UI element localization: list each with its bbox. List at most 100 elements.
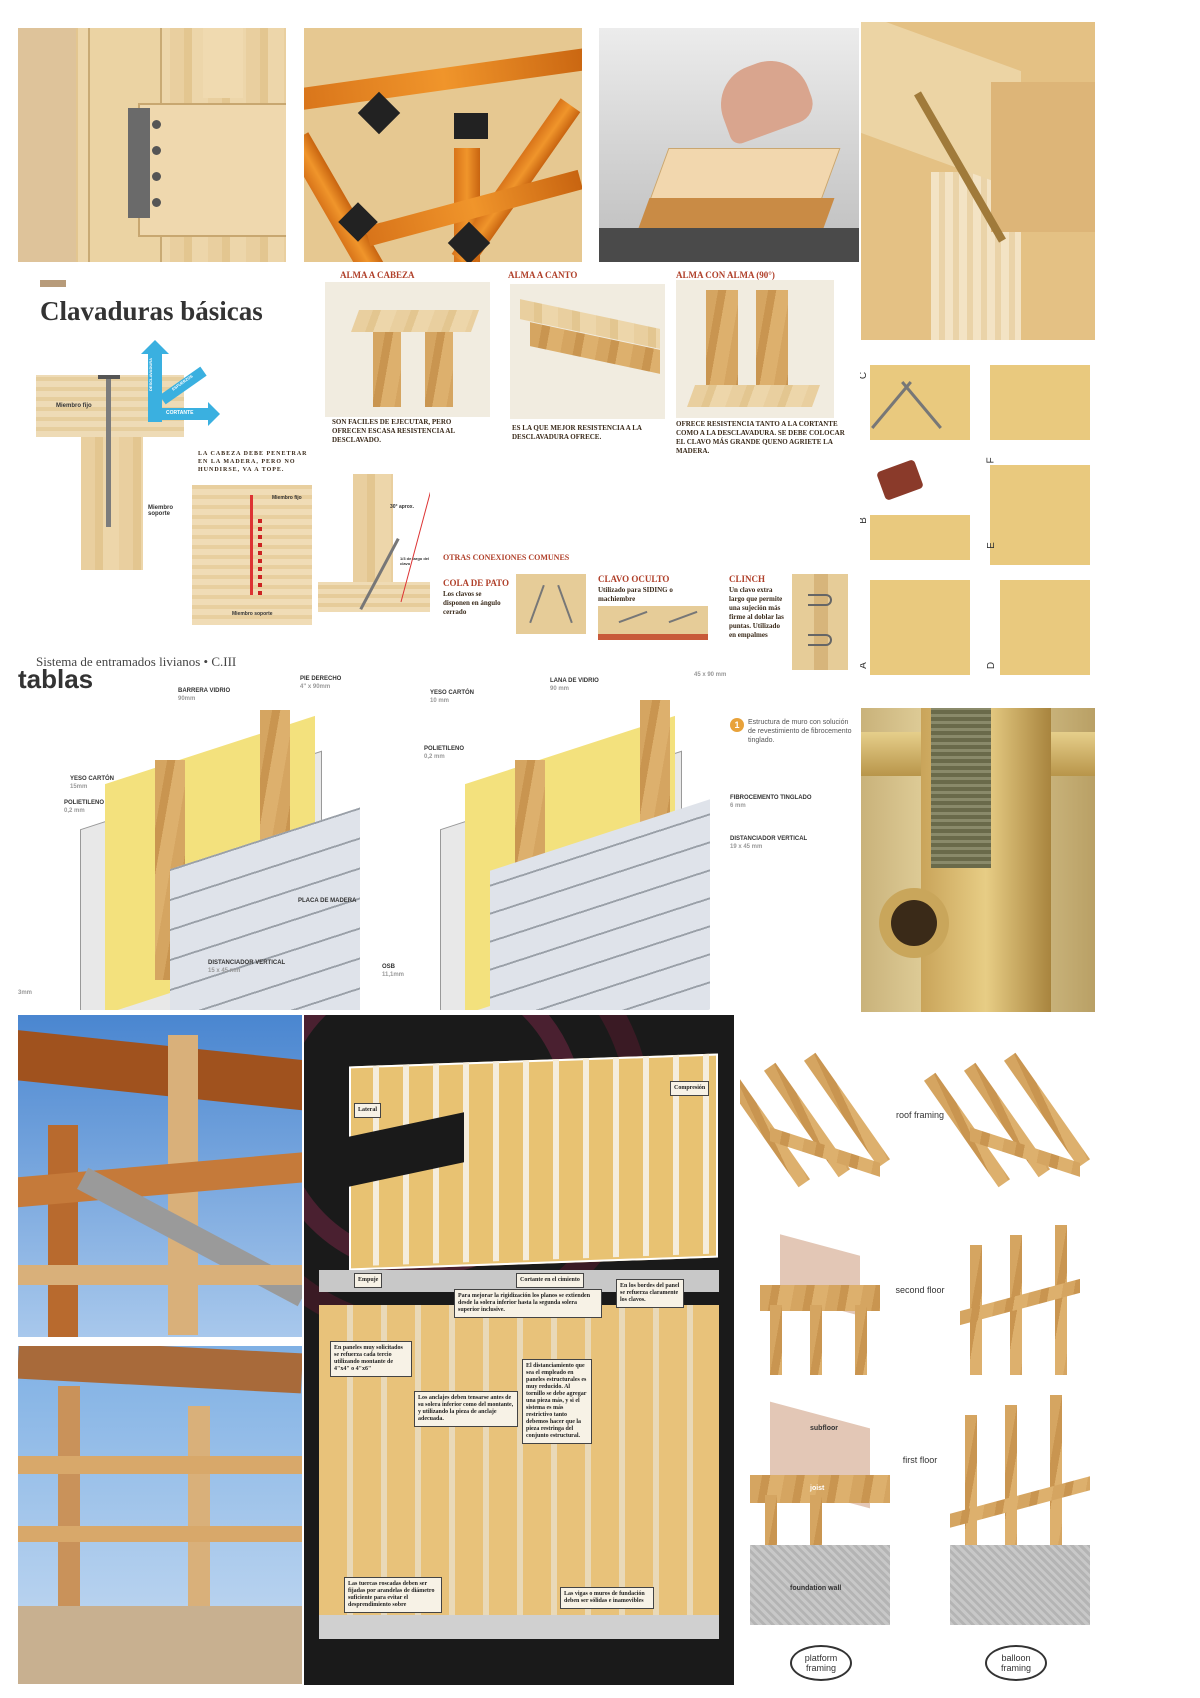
alma-a-cabeza-title: ALMA A CABEZA: [340, 270, 415, 280]
clavo-oculto-desc: Utilizado para SIDING o machiembre: [598, 586, 673, 603]
left-distanciador: DISTANCIADOR VERTICAL: [208, 960, 286, 966]
subfloor-label: subfloor: [810, 1425, 838, 1432]
left-distanciador-value: 15 x 45 mm: [208, 968, 241, 974]
miembro-fijo-label: Miembro fijo: [56, 403, 92, 409]
right-polietileno: POLIETILENO: [424, 746, 465, 752]
platform-first-floor: subfloor joist foundation wall: [750, 1395, 890, 1625]
photo-timber-frame-construction-2: [18, 1346, 302, 1684]
right-distanciador-value: 19 x 45 mm: [730, 844, 763, 850]
joint-types-panel: C F B E A D: [860, 355, 1095, 685]
left-pie-derecho-value: 4" x 90mm: [300, 684, 331, 690]
otras-title: OTRAS CONEXIONES COMUNES: [443, 553, 570, 562]
alma-con-alma-desc: OFRECE RESISTENCIA TANTO A LA CORTANTE C…: [676, 420, 845, 455]
clinch-illustration: [792, 574, 848, 670]
depth-label: 1/3 de largo del clavo: [400, 556, 430, 566]
left-polietileno: POLIETILENO: [64, 800, 105, 806]
empuje-label: Empuje: [354, 1273, 383, 1288]
cola-de-pato-title: COLA DE PATO: [443, 578, 510, 588]
left-yeso-carton: YESO CARTÓN: [70, 776, 115, 782]
right-fibrocemento: FIBROCEMENTO TINGLADO: [730, 795, 812, 801]
title-marker: [40, 280, 66, 287]
wall-badge: 1: [730, 718, 744, 732]
joint-letter-d: D: [986, 661, 998, 670]
cabeza-note: LA CABEZA DEBE PENETRAR EN LA MADERA, PE…: [198, 451, 308, 473]
right-fibrocemento-value: 6 mm: [730, 803, 746, 809]
force-label-cortante: CORTANTE: [166, 410, 194, 416]
photo-timber-frame-construction-1: [18, 1015, 302, 1337]
left-placa-madera: PLACA DE MADERA: [298, 898, 357, 904]
right-distanciador: DISTANCIADOR VERTICAL: [730, 836, 808, 842]
wall-section-left: [60, 690, 360, 1010]
right-osb: OSB: [382, 964, 396, 970]
right-yeso-carton-value: 10 mm: [430, 698, 450, 704]
joist-label: joist: [810, 1485, 825, 1492]
cola-de-pato-desc: Los clavos se disponen en ángulo cerrado: [443, 590, 501, 616]
alma-a-canto-title: ALMA A CANTO: [508, 270, 578, 280]
right-osb-value: 11,1mm: [382, 972, 405, 978]
photo-screwed-corner-joint: [861, 22, 1095, 340]
shear-panel-diagram: Lateral Compresión Empuje Cortante en el…: [304, 1015, 734, 1685]
cola-de-pato-illustration: [516, 574, 586, 634]
first-floor-label: first floor: [902, 1455, 938, 1465]
photo-timber-column-bracket: [18, 28, 286, 262]
panel-callout-6: Las tuercas roscadas deben ser fijadas p…: [344, 1577, 442, 1613]
alma-con-alma-illustration: [676, 280, 834, 418]
right-polietileno-value: 0,2 mm: [424, 754, 445, 760]
force-arrows: DESCLAVADURA CORTANTE ESFUERZOS: [130, 340, 220, 426]
angle-label: 30° aprox.: [390, 504, 414, 510]
panel-callout-2: En los bordes del panel se refuerza clar…: [616, 1279, 684, 1308]
left-yeso-carton-value: 15mm: [70, 784, 88, 790]
lateral-label: Lateral: [354, 1103, 381, 1118]
right-lana-value: 90 mm: [550, 686, 570, 692]
platform-framing-label: platform framing: [790, 1645, 852, 1681]
clavo-oculto-illustration: [598, 606, 708, 640]
left-pie-derecho: PIE DERECHO: [300, 676, 342, 682]
alma-con-alma-title: ALMA CON ALMA (90°): [676, 270, 775, 280]
clavo-oculto-title: CLAVO OCULTO: [598, 574, 670, 584]
platform-second-floor: [760, 1225, 880, 1375]
nail-depth-diagram: Miembro fijo Miembro soporte: [192, 485, 312, 625]
second-floor-label: second floor: [895, 1285, 945, 1295]
left-polietileno-value: 0,2 mm: [64, 808, 85, 814]
angle-nail-diagram: 30° aprox. 1/3 de largo del clavo: [318, 474, 430, 622]
joint-letter-a: A: [860, 662, 869, 669]
joint-letter-c: C: [860, 372, 869, 379]
joint-letter-b: B: [860, 517, 869, 524]
foundation-label: foundation wall: [790, 1585, 842, 1592]
right-lana: LANA DE VIDRIO: [550, 678, 599, 684]
clavaduras-section: Clavaduras básicas Miembro fijo Miembro …: [30, 270, 320, 650]
balloon-first-floor: [950, 1395, 1090, 1625]
left-barrera-vidrio-value: 90mm: [178, 696, 196, 702]
overlap-title: Sistema de entramados livianos • C.III: [36, 654, 237, 669]
photo-bamboo-lashing: [861, 708, 1095, 1012]
alma-a-cabeza-illustration: [325, 282, 490, 417]
joint-letter-e: E: [985, 542, 997, 549]
clinch-desc: Un clavo extra largo que permite una suj…: [729, 586, 784, 639]
miembro-soporte-label: Miembro soporte: [148, 505, 174, 517]
panel-callout-1: Para mejorar la rigidización los planos …: [454, 1289, 602, 1318]
balloon-roof: [923, 1035, 1091, 1205]
panel-callout-5: El distanciamiento que sea el empleado e…: [522, 1359, 592, 1444]
panel-callout-7: Las vigas o muros de fundación deben ser…: [560, 1587, 654, 1609]
fijo-label-small: Miembro fijo: [272, 495, 302, 501]
wall-section-right: [420, 690, 720, 1010]
right-top-size: 45 x 90 mm: [694, 672, 727, 678]
balloon-framing-label: balloon framing: [985, 1645, 1047, 1681]
alma-a-canto-illustration: [510, 284, 665, 419]
photo-roof-truss-plates: [304, 28, 582, 262]
photo-router-grooved-board: [599, 28, 859, 262]
right-yeso-carton: YESO CARTÓN: [430, 690, 475, 696]
panel-callout-4: Los anclajes deben tensarse antes de su …: [414, 1391, 518, 1427]
left-barrera-vidrio: BARRERA VIDRIO: [178, 688, 231, 694]
alma-a-canto-desc: ES LA QUE MEJOR RESISTENCIA A LA DESCLAV…: [512, 424, 642, 441]
clinch-title: CLINCH: [729, 574, 766, 584]
force-label-desclavadura: DESCLAVADURA: [148, 358, 153, 391]
balloon-second-floor: [960, 1225, 1080, 1375]
platform-roof: [740, 1035, 891, 1205]
panel-callout-3: En paneles muy solicitados se refuerza c…: [330, 1341, 412, 1377]
framing-types-diagram: roof framing second floor subfloor joist…: [740, 1015, 1100, 1685]
wall-caption: Estructura de muro con solución de reves…: [748, 719, 852, 744]
joint-letter-f: F: [985, 457, 997, 464]
corte-label: Cortante en el cimiento: [516, 1273, 584, 1288]
left-edge-label: 3mm: [18, 990, 33, 996]
